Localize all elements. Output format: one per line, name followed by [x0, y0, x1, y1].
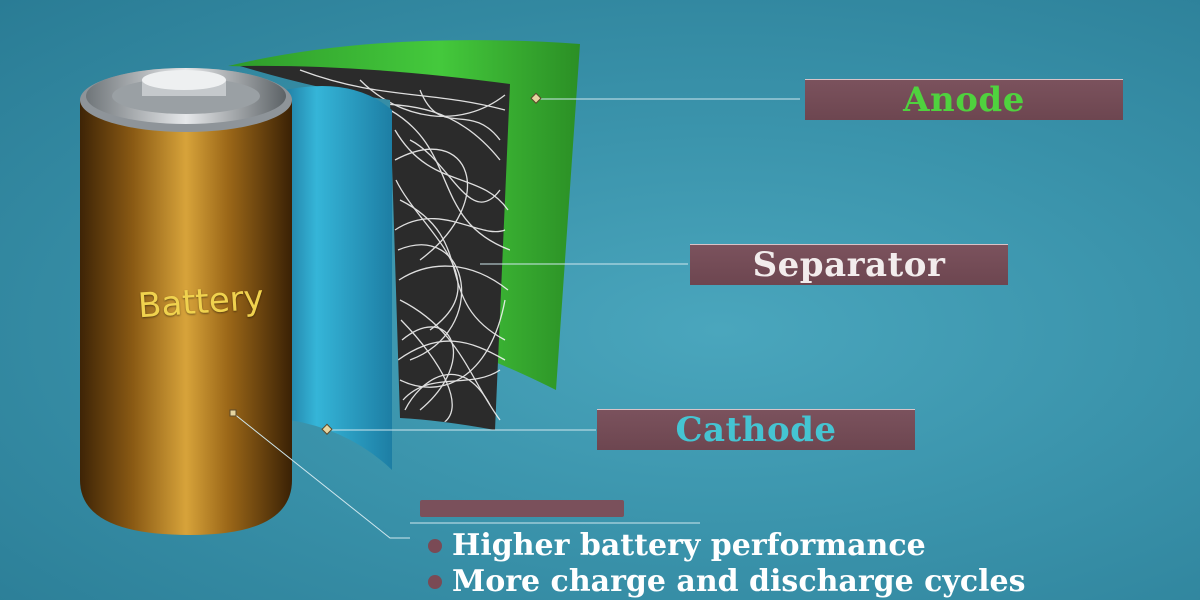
benefits-heading-bar	[420, 500, 624, 517]
anode-layer	[228, 40, 580, 391]
benefit-text: More charge and discharge cycles	[452, 564, 1026, 599]
cathode-layer	[276, 86, 392, 470]
separator-layer	[240, 65, 510, 431]
benefit-item: Higher battery performance	[428, 528, 926, 563]
anode-label: Anode	[805, 79, 1123, 120]
cathode-label: Cathode	[597, 409, 915, 450]
bullet-dot-icon	[428, 574, 442, 589]
cathode-anchor-dot	[321, 423, 333, 435]
separator-label: Separator	[690, 244, 1008, 285]
battery-cell	[80, 68, 292, 535]
cathode-label-text: Cathode	[675, 410, 837, 450]
benefit-item: More charge and discharge cycles	[428, 564, 1026, 599]
anode-anchor-dot	[530, 92, 542, 104]
anode-label-text: Anode	[903, 80, 1025, 120]
leader-lines	[232, 98, 800, 539]
separator-label-text: Separator	[752, 245, 946, 285]
benefit-text: Higher battery performance	[452, 528, 926, 563]
battery-anchor-dot	[229, 409, 237, 417]
bullet-dot-icon	[428, 538, 442, 553]
